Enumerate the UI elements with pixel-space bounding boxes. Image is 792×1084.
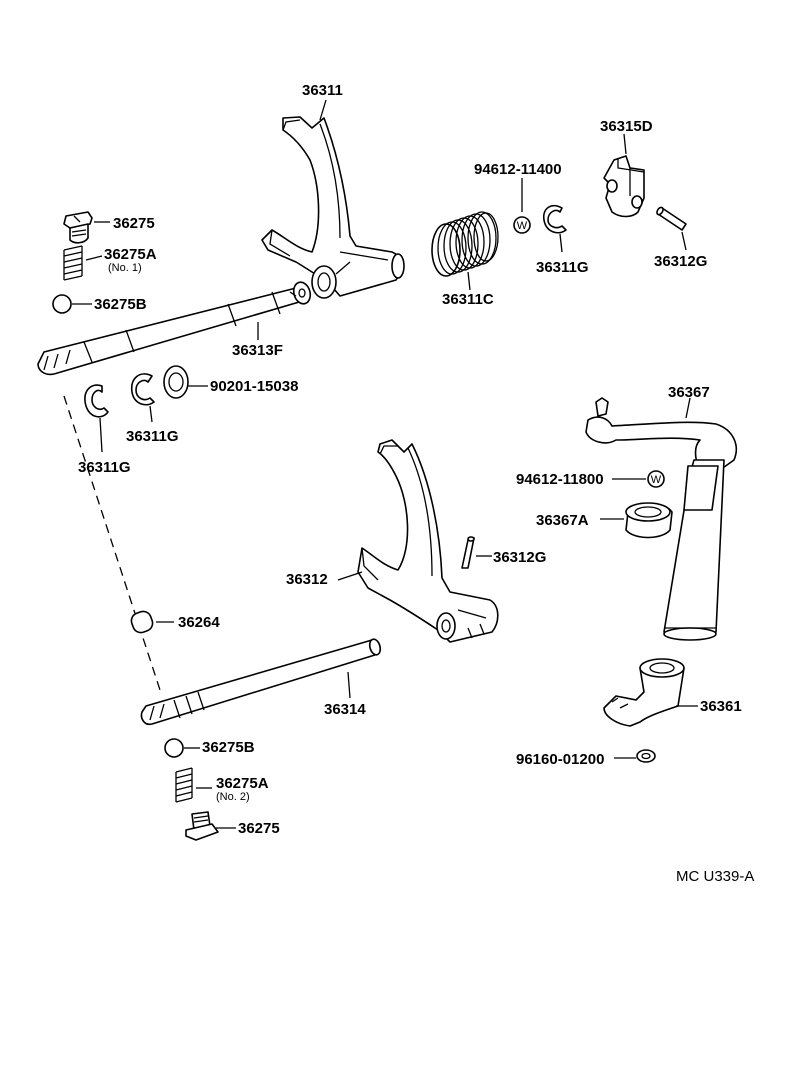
washer-94612-11800[interactable]: W bbox=[647, 470, 665, 488]
label-36275A-top: 36275A bbox=[104, 246, 157, 263]
leader-line bbox=[681, 231, 687, 251]
washer-94612-11400[interactable]: W bbox=[513, 216, 531, 234]
label-36264: 36264 bbox=[178, 614, 220, 631]
label-36314: 36314 bbox=[324, 701, 366, 718]
label-36311G-left: 36311G bbox=[78, 459, 131, 476]
pin-36312G-top[interactable] bbox=[656, 206, 687, 231]
label-36275A-bottom: 36275A bbox=[216, 775, 269, 792]
seal-36367A[interactable] bbox=[625, 502, 673, 539]
shift-shaft-36313F[interactable] bbox=[37, 280, 313, 376]
label-36275-bottom: 36275 bbox=[238, 820, 280, 837]
leader-line bbox=[149, 405, 153, 423]
bolt-36275-top[interactable] bbox=[63, 211, 93, 244]
lever-36315D[interactable] bbox=[603, 155, 645, 218]
leader-line bbox=[99, 417, 103, 453]
washer-mark: W bbox=[517, 220, 528, 232]
shift-fork-36311[interactable] bbox=[261, 116, 405, 299]
label-36311: 36311 bbox=[302, 82, 343, 99]
leader-line bbox=[559, 233, 563, 253]
lever-36367[interactable] bbox=[585, 397, 738, 641]
label-94612-11800: 94612-11800 bbox=[516, 471, 604, 488]
seal-90201-15038[interactable] bbox=[163, 365, 189, 399]
snap-ring-36311G-mid[interactable] bbox=[130, 373, 155, 406]
snap-ring-36311G-left[interactable] bbox=[84, 384, 109, 418]
label-36275A-top-note: (No. 1) bbox=[108, 262, 142, 274]
ball-36275B-top[interactable] bbox=[52, 294, 72, 314]
label-90201-15038: 90201-15038 bbox=[210, 378, 298, 395]
spring-36275A-top[interactable] bbox=[63, 245, 83, 281]
label-36275B-top: 36275B bbox=[94, 296, 147, 313]
washer-mark: W bbox=[651, 474, 662, 486]
shift-fork-36312[interactable] bbox=[357, 439, 499, 643]
label-36315D: 36315D bbox=[600, 118, 653, 135]
label-36367A: 36367A bbox=[536, 512, 589, 529]
leader-line bbox=[85, 255, 103, 261]
leader-line bbox=[467, 271, 471, 291]
label-36312G-mid: 36312G bbox=[493, 549, 546, 566]
label-36311G-right: 36311G bbox=[536, 259, 589, 276]
label-36313F: 36313F bbox=[232, 342, 283, 359]
label-36312: 36312 bbox=[286, 571, 328, 588]
label-36275-top: 36275 bbox=[113, 215, 155, 232]
ball-36275B-bottom[interactable] bbox=[164, 738, 184, 758]
leader-line bbox=[337, 571, 363, 581]
leader-line bbox=[623, 133, 627, 155]
washer-96160-01200[interactable] bbox=[636, 749, 656, 763]
shift-shaft-36314[interactable] bbox=[140, 638, 382, 726]
spring-36311C[interactable] bbox=[431, 211, 499, 277]
pin-36264[interactable] bbox=[129, 609, 155, 635]
label-36312G-top: 36312G bbox=[654, 253, 707, 270]
leader-line bbox=[685, 397, 691, 419]
alignment-dashed-line bbox=[63, 395, 161, 691]
label-96160-01200: 96160-01200 bbox=[516, 751, 604, 768]
label-36361: 36361 bbox=[700, 698, 742, 715]
pin-36312G-mid[interactable] bbox=[461, 536, 475, 569]
lever-36361[interactable] bbox=[603, 658, 685, 727]
diagram-code: MC U339-A bbox=[676, 868, 754, 885]
leader-line bbox=[319, 99, 327, 121]
label-36275B-bottom: 36275B bbox=[202, 739, 255, 756]
spring-36275A-bottom[interactable] bbox=[175, 767, 193, 803]
bolt-36275-bottom[interactable] bbox=[185, 811, 219, 841]
label-94612-11400: 94612-11400 bbox=[474, 161, 562, 178]
label-36311G-mid: 36311G bbox=[126, 428, 179, 445]
label-36275A-bottom-note: (No. 2) bbox=[216, 791, 250, 803]
leader-line bbox=[347, 671, 351, 699]
snap-ring-36311G-right[interactable] bbox=[542, 204, 567, 234]
label-36311C: 36311C bbox=[442, 291, 494, 308]
label-36367: 36367 bbox=[668, 384, 710, 401]
